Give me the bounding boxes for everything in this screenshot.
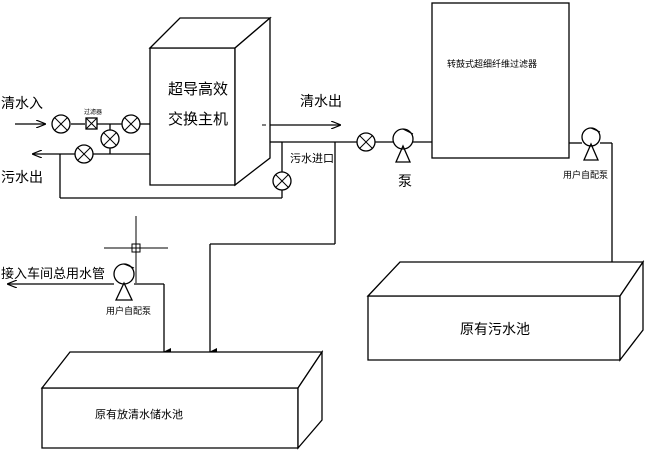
- filter-element-icon: [85, 117, 98, 130]
- clear-water-in-label: 清水入: [1, 96, 43, 112]
- clear-water-out-label: 清水出: [300, 94, 342, 110]
- main-exchanger-unit: [148, 16, 272, 187]
- user-pump-left-label: 用户自配泵: [106, 305, 151, 317]
- sewage-out-valve-icon: [74, 144, 94, 164]
- sewage-pool-label: 原有污水池: [460, 322, 530, 338]
- sewage-out-label: 污水出: [1, 170, 43, 186]
- sewage-pool: [366, 259, 645, 362]
- inlet-valve-icon: [51, 114, 71, 134]
- filter-mark-label: 过滤器: [84, 108, 102, 116]
- pump-inlet-valve-icon: [356, 132, 376, 152]
- drum-filter-box: [431, 2, 570, 159]
- user-pump-right-label: 用户自配泵: [563, 169, 608, 181]
- main-unit-label-line2: 交换主机: [168, 110, 228, 128]
- sewage-inlet-valve-icon: [272, 171, 292, 191]
- bypass-valve-icon: [100, 129, 120, 149]
- workshop-pipe-label: 接入车间总用水管: [1, 266, 105, 282]
- main-unit-label-line1: 超导高效: [168, 80, 228, 98]
- pump-icon: [392, 128, 414, 163]
- crosshair-marker-icon: [104, 216, 168, 283]
- inlet-valve-2-icon: [121, 114, 141, 134]
- drum-filter-label: 转鼓式超细纤维过滤器: [447, 58, 537, 70]
- clear-water-pool: [40, 349, 324, 450]
- user-pump-left-icon: [113, 263, 135, 301]
- sewage-inlet-label: 污水进口: [290, 152, 334, 165]
- pump-label: 泵: [398, 174, 412, 190]
- user-pump-right-icon: [581, 127, 601, 161]
- clear-water-pool-label: 原有放清水储水池: [95, 407, 183, 421]
